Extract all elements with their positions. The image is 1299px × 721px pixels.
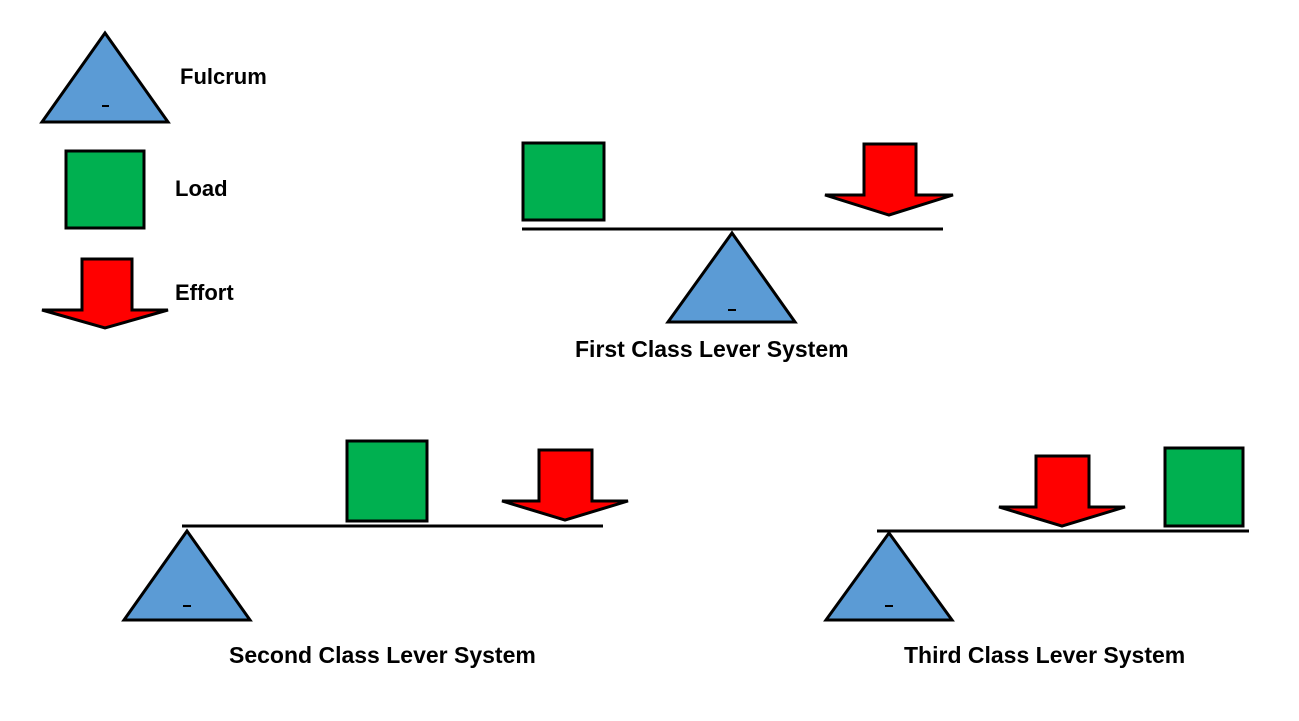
legend-effort-icon <box>41 257 169 330</box>
third-class-caption: Third Class Lever System <box>904 642 1186 668</box>
legend-fulcrum-icon <box>39 30 171 124</box>
legend-load-label: Load <box>175 176 228 201</box>
second-class-caption: Second Class Lever System <box>229 642 536 668</box>
first-class-caption: First Class Lever System <box>575 336 849 362</box>
second-class-fulcrum <box>121 528 253 622</box>
third-class-effort <box>998 454 1126 528</box>
legend-fulcrum-label: Fulcrum <box>180 64 267 89</box>
third-class-load <box>1163 446 1245 528</box>
legend-load-icon <box>64 149 146 230</box>
third-class-lever <box>823 446 1249 622</box>
second-class-load <box>345 439 429 523</box>
second-class-lever <box>121 439 629 622</box>
third-class-fulcrum <box>823 530 955 622</box>
first-class-effort <box>824 142 954 217</box>
first-class-lever <box>521 141 954 324</box>
legend-effort-label: Effort <box>175 280 234 305</box>
first-class-fulcrum <box>665 230 798 324</box>
second-class-effort <box>501 448 629 522</box>
first-class-load <box>521 141 606 222</box>
legend <box>39 30 171 330</box>
